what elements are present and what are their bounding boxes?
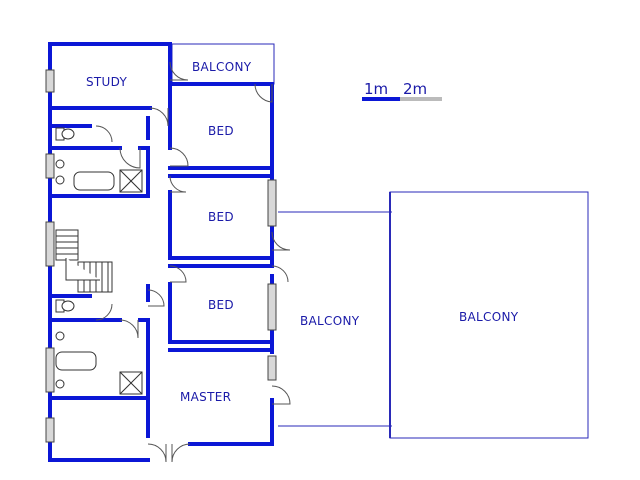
door-swings [95,61,291,463]
staircase [55,229,113,293]
windows [45,69,277,443]
room-label-balcony-middle: BALCONY [300,314,360,328]
balcony-outlines [171,43,589,439]
bathroom-fixtures [55,127,143,395]
room-label-study: STUDY [86,75,128,89]
scale-label-2m: 2m [403,80,427,98]
room-label-balcony-right: BALCONY [459,310,519,324]
room-label-bed-1: BED [208,124,234,138]
room-labels: STUDY BALCONY BED BED BED BALCONY BALCON… [86,60,519,404]
room-label-bed-3: BED [208,298,234,312]
scale-bar: 1m 2m [362,80,442,101]
room-label-balcony-top: BALCONY [192,60,252,74]
room-label-master: MASTER [180,390,231,404]
scale-label-1m: 1m [364,80,388,98]
walls [48,42,274,462]
room-label-bed-2: BED [208,210,234,224]
